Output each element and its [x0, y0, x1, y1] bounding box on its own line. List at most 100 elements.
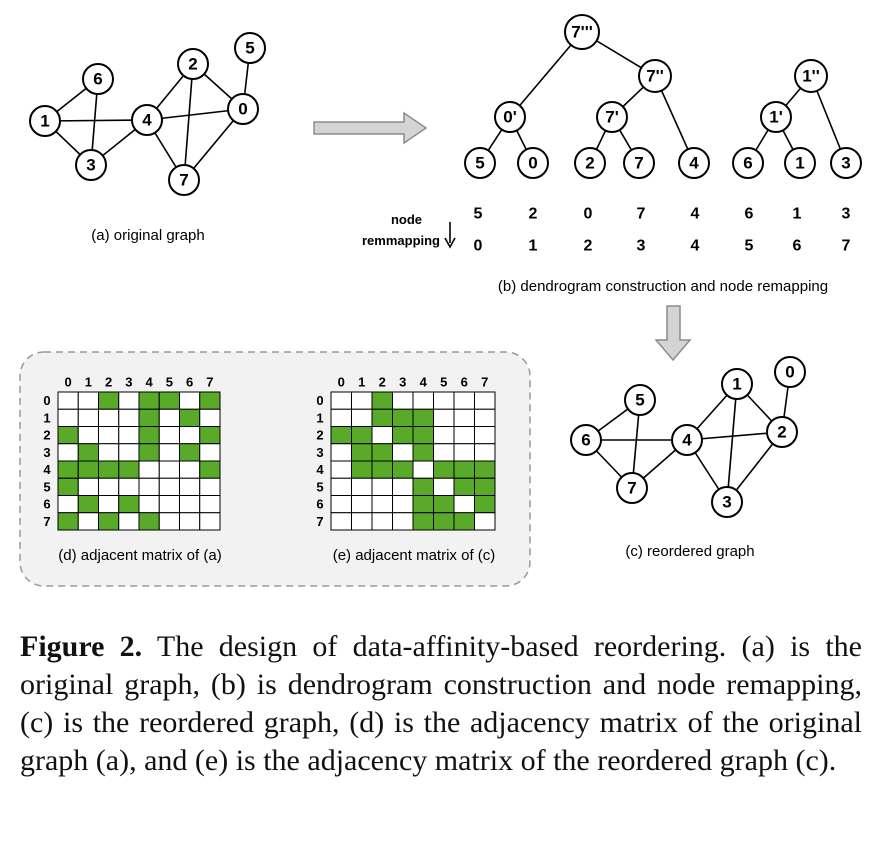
remap-from: 2: [529, 206, 538, 223]
matrix-cell-empty: [98, 426, 120, 445]
matrix-cell-empty: [77, 477, 99, 496]
matrix-cell-empty: [392, 512, 414, 531]
matrix-col-label: 2: [105, 375, 112, 390]
matrix-cell-empty: [371, 495, 393, 514]
node-label: 4: [142, 111, 152, 130]
matrix-cell-empty: [453, 426, 475, 445]
matrix-row-label: 1: [316, 410, 323, 425]
graph-node-6: 6: [82, 63, 114, 95]
remap-from: 3: [842, 206, 851, 223]
matrix-cell-filled: [199, 391, 221, 410]
matrix-cell-empty: [77, 391, 99, 410]
matrix-col-label: 3: [125, 375, 132, 390]
matrix-cell-filled: [412, 426, 434, 445]
tree-node-right-root: 1'': [794, 59, 828, 93]
matrix-cell-empty: [474, 391, 496, 410]
matrix-cell-filled: [77, 443, 99, 462]
matrix-col-label: 7: [206, 375, 213, 390]
graph-node-1: 1: [29, 105, 61, 137]
matrix-cell-empty: [118, 426, 140, 445]
matrix-cell-empty: [351, 408, 373, 427]
leaf-node: 7: [623, 147, 655, 179]
matrix-cell-empty: [199, 443, 221, 462]
matrix-cell-empty: [199, 512, 221, 531]
matrix-cell-empty: [158, 408, 180, 427]
matrix-cell-empty: [474, 512, 496, 531]
matrix-cell-filled: [474, 477, 496, 496]
matrix-cell-empty: [330, 460, 352, 479]
matrix-col-label: 1: [358, 375, 365, 390]
matrix-cell-filled: [433, 512, 455, 531]
node-label: 5: [245, 39, 254, 58]
node-label: 6: [93, 70, 102, 89]
matrix-cell-empty: [453, 408, 475, 427]
matrix-cell-empty: [453, 391, 475, 410]
matrix-cell-filled: [392, 408, 414, 427]
node-label: 2: [188, 55, 197, 74]
matrix-cell-empty: [351, 477, 373, 496]
node-label: 0': [503, 108, 517, 127]
matrix-row-label: 1: [43, 410, 50, 425]
matrix-col-label: 6: [461, 375, 468, 390]
matrix-cell-empty: [330, 477, 352, 496]
remap-from: 6: [745, 206, 754, 223]
graph-node-1: 1: [721, 368, 753, 400]
graph-node-3: 3: [711, 486, 743, 518]
matrix-row-label: 2: [43, 428, 50, 443]
matrix-cell-empty: [371, 512, 393, 531]
matrix-cell-empty: [158, 426, 180, 445]
matrix-cell-empty: [412, 460, 434, 479]
matrix-cell-empty: [433, 443, 455, 462]
matrix-cell-filled: [77, 495, 99, 514]
right-arrow: [313, 111, 428, 145]
panel-a-caption: (a) original graph: [91, 227, 204, 244]
matrix-cell-empty: [179, 426, 201, 445]
matrix-cell-empty: [330, 495, 352, 514]
down-arrow: [654, 305, 692, 362]
matrix-cell-empty: [77, 426, 99, 445]
leaf-node: 0: [517, 147, 549, 179]
matrix-cell-empty: [158, 443, 180, 462]
node-label: 4: [689, 154, 699, 173]
matrix-row-label: 6: [43, 497, 50, 512]
matrix-col-label: 5: [440, 375, 447, 390]
figure-caption-text: The design of data-affinity-based reorde…: [20, 630, 862, 777]
matrix-cell-empty: [57, 408, 79, 427]
matrix-cell-empty: [474, 443, 496, 462]
matrix-cell-empty: [57, 495, 79, 514]
matrix-cell-filled: [392, 460, 414, 479]
matrix-cell-empty: [57, 391, 79, 410]
leaf-node: 1: [784, 147, 816, 179]
matrix-cell-filled: [98, 391, 120, 410]
remap-to: 1: [529, 238, 538, 255]
matrix-cell-empty: [179, 512, 201, 531]
matrix-cell-filled: [179, 408, 201, 427]
matrix-cell-empty: [158, 495, 180, 514]
matrix-cell-filled: [412, 512, 434, 531]
matrix-cell-empty: [179, 477, 201, 496]
panel-c-caption: (c) reordered graph: [625, 543, 754, 560]
edge: [726, 383, 738, 503]
matrix-col-label: 6: [186, 375, 193, 390]
panel-d-caption: (d) adjacent matrix of (a): [58, 547, 221, 564]
remap-from: 1: [793, 206, 802, 223]
matrix-cell-empty: [330, 408, 352, 427]
matrix-cell-filled: [158, 391, 180, 410]
matrix-cell-empty: [351, 495, 373, 514]
matrix-cell-empty: [351, 512, 373, 531]
node-label: 7''': [571, 23, 593, 42]
reordered-graph: 6 5 7 4 1 3 2 0 (c) reordered graph: [570, 356, 806, 560]
matrix-cell-empty: [158, 477, 180, 496]
graph-node-3: 3: [75, 149, 107, 181]
matrix-cell-empty: [118, 443, 140, 462]
graph-node-4: 4: [671, 424, 703, 456]
matrix-cell-empty: [98, 477, 120, 496]
graph-node-5: 5: [624, 384, 656, 416]
matrix-cell-filled: [98, 460, 120, 479]
node-label: 0: [238, 100, 247, 119]
remap-from: 4: [691, 206, 700, 223]
leaf-node: 2: [574, 147, 606, 179]
matrix-row-label: 3: [43, 445, 50, 460]
matrix-cell-empty: [392, 391, 414, 410]
matrix-col-label: 3: [399, 375, 406, 390]
